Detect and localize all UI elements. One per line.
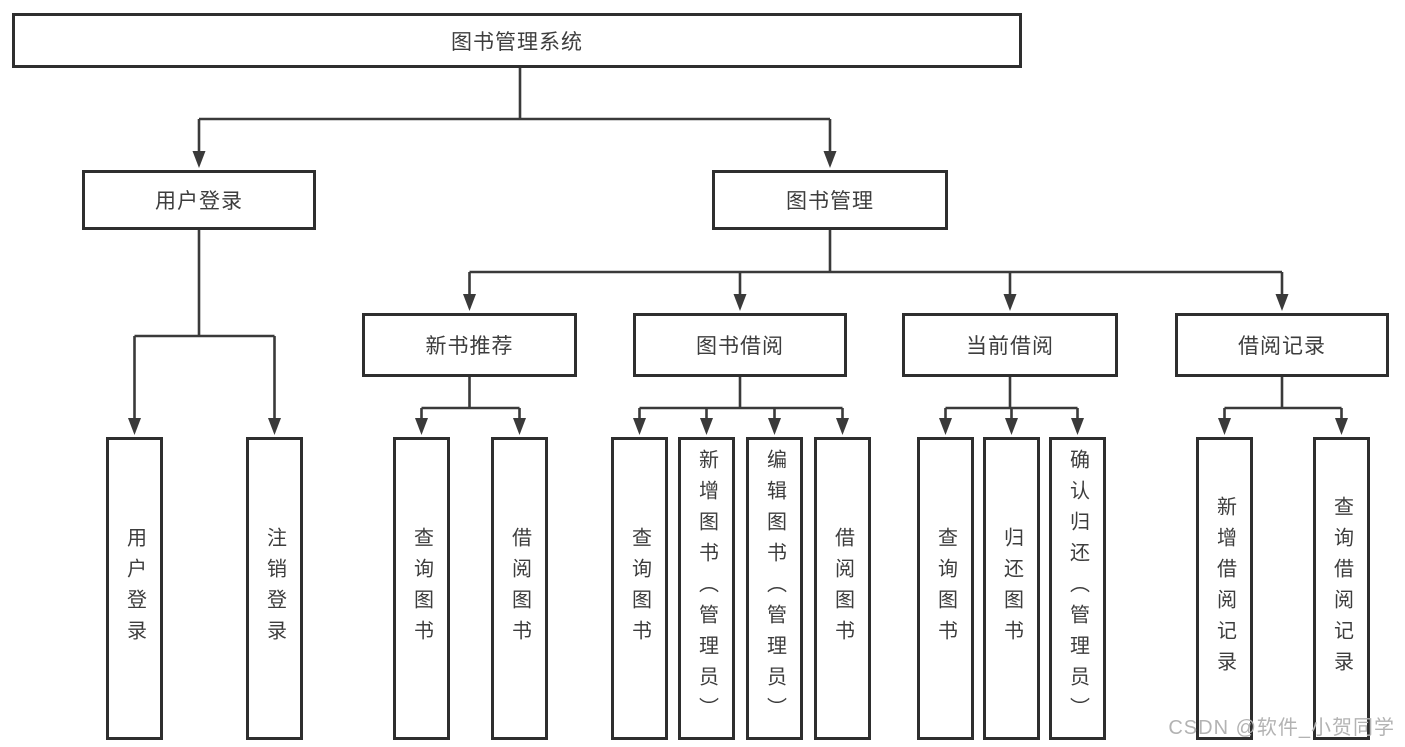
leaf-return-books-label: 归还图书: [1000, 526, 1023, 651]
arrow-icon: [268, 418, 281, 435]
arrow-icon: [513, 418, 526, 435]
arrow-icon: [192, 151, 206, 168]
arrow-icon: [1275, 294, 1289, 311]
node-book-management: 图书管理: [712, 170, 948, 230]
leaf-edit-books-admin-label: 编辑图书（管理员）: [763, 449, 786, 728]
leaf-borrow-books-recommend: 借阅图书: [491, 437, 548, 740]
leaf-user-login-label: 用户登录: [123, 526, 146, 651]
leaf-add-books-admin-label: 新增图书（管理员）: [695, 449, 718, 728]
leaf-borrow-books-label: 借阅图书: [831, 526, 854, 651]
arrow-icon: [700, 418, 713, 435]
arrow-icon: [633, 418, 646, 435]
leaf-confirm-return-admin: 确认归还（管理员）: [1049, 437, 1106, 740]
node-current-borrow: 当前借阅: [902, 313, 1118, 377]
arrow-icon: [836, 418, 849, 435]
arrow-icon: [1335, 418, 1348, 435]
arrow-icon: [128, 418, 141, 435]
node-borrow-record-label: 借阅记录: [1238, 335, 1326, 358]
connector-user-login: [133, 230, 276, 420]
leaf-return-books: 归还图书: [983, 437, 1040, 740]
leaf-confirm-return-admin-label: 确认归还（管理员）: [1066, 449, 1089, 728]
node-root-label: 图书管理系统: [451, 30, 583, 54]
leaf-query-borrow-record-label: 查询借阅记录: [1330, 495, 1353, 682]
connector-root: [197, 68, 832, 153]
arrow-icon: [1218, 418, 1231, 435]
leaf-logout-login: 注销登录: [246, 437, 303, 740]
csdn-watermark: CSDN @软件_小贺同学: [1168, 717, 1395, 739]
node-book-borrow-label: 图书借阅: [696, 335, 784, 358]
leaf-query-books-borrow-label: 查询图书: [628, 526, 651, 651]
leaf-add-books-admin: 新增图书（管理员）: [678, 437, 735, 740]
arrow-icon: [1005, 418, 1018, 435]
connector-book-borrow: [638, 377, 844, 420]
node-new-book-recommend-label: 新书推荐: [425, 335, 514, 358]
leaf-add-borrow-record: 新增借阅记录: [1196, 437, 1253, 740]
arrow-icon: [768, 418, 781, 435]
arrow-icon: [463, 294, 476, 311]
leaf-add-borrow-record-label: 新增借阅记录: [1213, 495, 1236, 682]
node-book-management-label: 图书管理: [786, 190, 874, 213]
connector-new-book: [420, 377, 521, 420]
leaf-query-books-current: 查询图书: [917, 437, 974, 740]
leaf-user-login: 用户登录: [106, 437, 163, 740]
leaf-query-borrow-record: 查询借阅记录: [1313, 437, 1370, 740]
leaf-logout-login-label: 注销登录: [263, 526, 286, 651]
arrow-icon: [823, 151, 837, 168]
arrow-icon: [939, 418, 952, 435]
leaf-query-books-recommend-label: 查询图书: [410, 526, 433, 651]
leaf-query-books-current-label: 查询图书: [934, 526, 957, 651]
arrow-icon: [415, 418, 428, 435]
node-current-borrow-label: 当前借阅: [966, 335, 1054, 358]
arrow-icon: [1071, 418, 1084, 435]
node-user-login: 用户登录: [82, 170, 316, 230]
arrow-icon: [733, 294, 747, 311]
leaf-query-books-borrow: 查询图书: [611, 437, 668, 740]
node-root: 图书管理系统: [12, 13, 1022, 68]
node-book-borrow: 图书借阅: [633, 313, 847, 377]
node-new-book-recommend: 新书推荐: [362, 313, 577, 377]
connector-current-borrow: [944, 377, 1079, 420]
leaf-borrow-books-recommend-label: 借阅图书: [508, 526, 531, 651]
connector-borrow-record: [1223, 377, 1343, 420]
node-user-login-label: 用户登录: [155, 190, 243, 213]
arrow-icon: [1003, 294, 1017, 311]
leaf-borrow-books: 借阅图书: [814, 437, 871, 740]
connector-book-management: [468, 230, 1284, 296]
leaf-query-books-recommend: 查询图书: [393, 437, 450, 740]
node-borrow-record: 借阅记录: [1175, 313, 1389, 377]
leaf-edit-books-admin: 编辑图书（管理员）: [746, 437, 803, 740]
